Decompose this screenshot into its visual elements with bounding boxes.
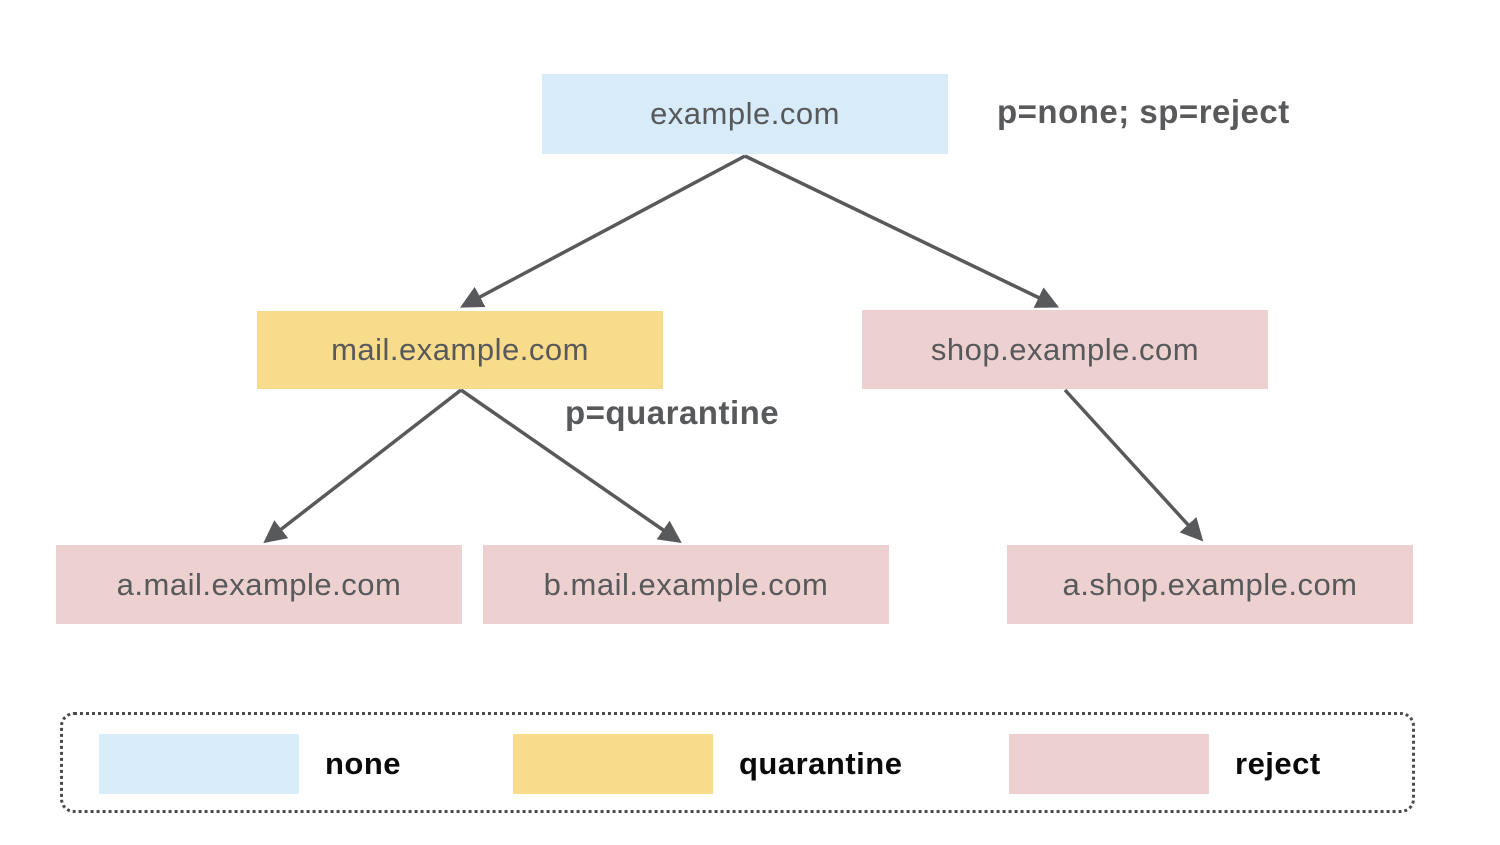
node-label: example.com xyxy=(650,96,840,131)
legend-label-quarantine: quarantine xyxy=(739,746,903,781)
annotation-mail-policy: p=quarantine xyxy=(565,394,780,431)
arrow-example-to-shop xyxy=(744,154,1060,308)
node-label: b.mail.example.com xyxy=(543,566,829,602)
node-label: shop.example.com xyxy=(930,331,1200,367)
arrow-shop-to-a-shop xyxy=(1063,388,1204,542)
legend-swatch-none xyxy=(99,734,299,794)
node-label: mail.example.com xyxy=(331,332,589,367)
arrow-mail-to-a-mail xyxy=(263,388,463,544)
arrow-example-to-mail xyxy=(459,154,746,308)
node-a-mail-example-com: a.mail.example.com xyxy=(56,545,462,624)
legend-item-none: none xyxy=(99,734,401,794)
node-mail-example-com: mail.example.com xyxy=(257,311,663,389)
legend-swatch-reject xyxy=(1009,734,1209,794)
legend-item-reject: reject xyxy=(1009,734,1321,794)
node-shop-example-com: shop.example.com xyxy=(862,310,1268,389)
node-b-mail-example-com: b.mail.example.com xyxy=(483,545,889,624)
legend-label-none: none xyxy=(325,746,402,781)
legend-item-quarantine: quarantine xyxy=(513,734,902,794)
node-a-shop-example-com: a.shop.example.com xyxy=(1007,545,1413,624)
node-label: a.mail.example.com xyxy=(116,566,402,602)
node-example-com: example.com xyxy=(542,74,948,154)
legend-swatch-quarantine xyxy=(513,734,713,794)
legend: none quarantine reject xyxy=(60,712,1415,813)
legend-label-reject: reject xyxy=(1235,746,1321,781)
annotation-root-policy: p=none; sp=reject xyxy=(997,93,1290,130)
node-label: a.shop.example.com xyxy=(1062,566,1358,602)
